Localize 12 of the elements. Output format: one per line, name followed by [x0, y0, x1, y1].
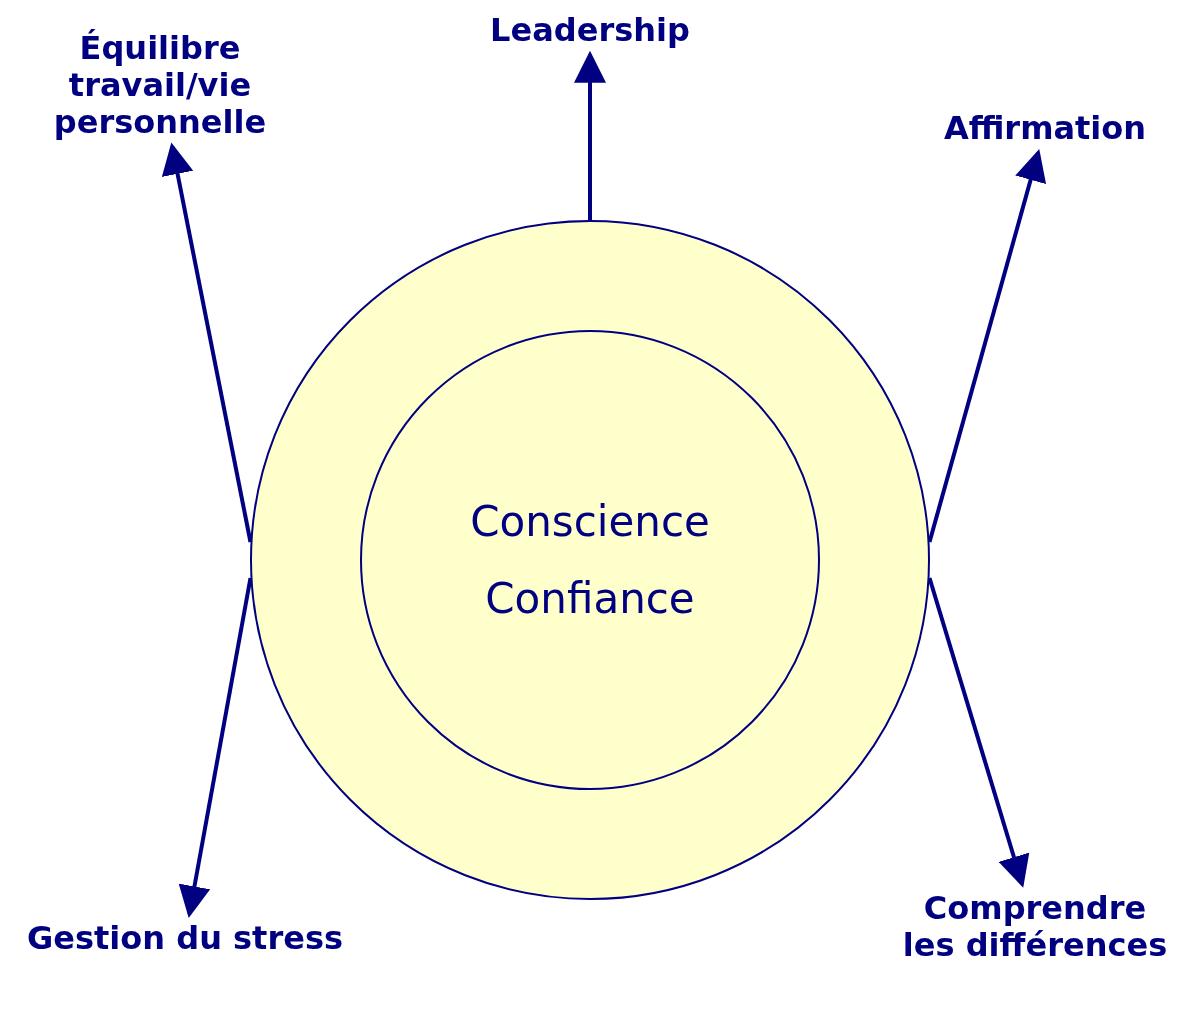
topic-label: Comprendre les différences	[900, 890, 1170, 964]
arrow	[161, 142, 253, 543]
arrow	[927, 577, 1030, 888]
arrow	[574, 50, 606, 221]
topic-label: Équilibre travail/vie personnelle	[10, 30, 310, 141]
arrow	[178, 577, 253, 918]
center-text: Confiance	[484, 574, 696, 623]
arrow	[927, 148, 1047, 543]
topic-label: Leadership	[420, 12, 760, 49]
topic-label: Gestion du stress	[20, 920, 350, 957]
topic-label: Affirmation	[920, 110, 1170, 147]
center-text: Conscience	[469, 497, 711, 546]
